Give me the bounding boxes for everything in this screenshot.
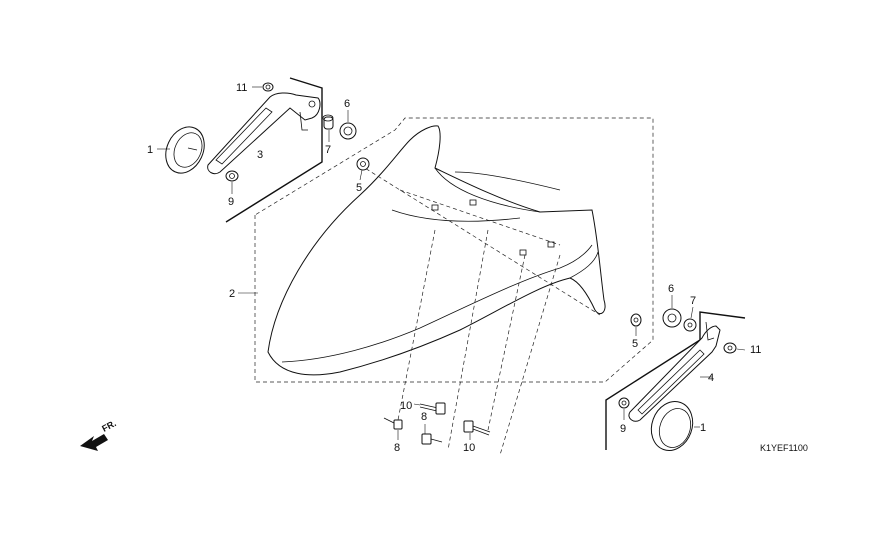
grommet-6-right[interactable] — [662, 308, 682, 328]
callout-5-right: 5 — [632, 338, 638, 350]
reflector-left[interactable] — [159, 121, 212, 180]
callout-11-left: 11 — [236, 82, 247, 94]
nut-5-left[interactable] — [356, 157, 370, 171]
callout-1-left: 1 — [147, 144, 153, 156]
assembly-frame — [254, 117, 654, 383]
bolt-10-right[interactable] — [463, 420, 491, 436]
nut-5-right[interactable] — [630, 313, 642, 327]
callout-5-left: 5 — [356, 182, 362, 194]
front-fender[interactable] — [267, 125, 606, 456]
collar-7-right[interactable] — [683, 318, 697, 332]
callout-2: 2 — [229, 288, 235, 300]
callout-8-center: 8 — [421, 411, 427, 423]
callout-1-right: 1 — [700, 422, 706, 434]
callout-9-left: 9 — [228, 196, 234, 208]
callout-6-left: 6 — [344, 98, 350, 110]
leader-lines — [157, 86, 746, 440]
reflector-bracket-right[interactable] — [628, 321, 721, 422]
collar-7-left[interactable] — [322, 114, 334, 130]
reflector-bracket-left[interactable] — [207, 92, 321, 175]
callout-11-right: 11 — [750, 344, 761, 356]
diagram-code: K1YEF1100 — [760, 443, 808, 453]
left-group-frame — [225, 77, 323, 223]
nut-11-left[interactable] — [262, 82, 274, 92]
bolt-8-left[interactable] — [383, 417, 403, 430]
nut-11-right[interactable] — [723, 342, 737, 354]
callout-6-right: 6 — [668, 283, 674, 295]
bolt-10-left[interactable] — [419, 402, 446, 415]
front-direction-arrow-icon — [80, 434, 108, 451]
callout-7-left: 7 — [325, 144, 331, 156]
grommet-6-left[interactable] — [339, 122, 357, 140]
callout-3: 3 — [257, 149, 263, 161]
callout-7-right: 7 — [690, 295, 696, 307]
callout-8-left: 8 — [394, 442, 400, 454]
bolt-8-center[interactable] — [421, 433, 443, 445]
callout-9-right: 9 — [620, 423, 626, 435]
reflector-right[interactable] — [645, 396, 700, 457]
nut-9-right[interactable] — [618, 397, 630, 409]
callout-10-left: 10 — [400, 400, 412, 412]
callout-10-right: 10 — [463, 442, 475, 454]
front-label: FR. — [100, 418, 117, 434]
nut-9-left[interactable] — [225, 170, 239, 182]
callout-4: 4 — [708, 372, 714, 384]
